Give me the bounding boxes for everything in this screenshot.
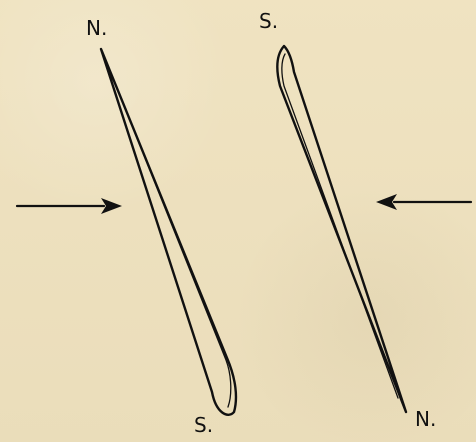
right-needle-inner-stroke [281, 53, 399, 399]
left-needle [99, 47, 238, 416]
left-needle-inner-stroke [103, 55, 232, 408]
left-arrow-head [101, 198, 122, 214]
right-arrow [376, 194, 473, 210]
right-needle [276, 44, 408, 414]
right-needle-outline [276, 44, 408, 414]
right-needle-top-label: S. [259, 9, 278, 33]
right-arrow-head [376, 194, 397, 210]
left-arrow [15, 198, 122, 214]
left-needle-outline [99, 47, 238, 416]
right-needle-bottom-label: N. [415, 407, 436, 431]
left-needle-top-label: N. [86, 16, 107, 40]
left-needle-bottom-label: S. [194, 413, 213, 437]
